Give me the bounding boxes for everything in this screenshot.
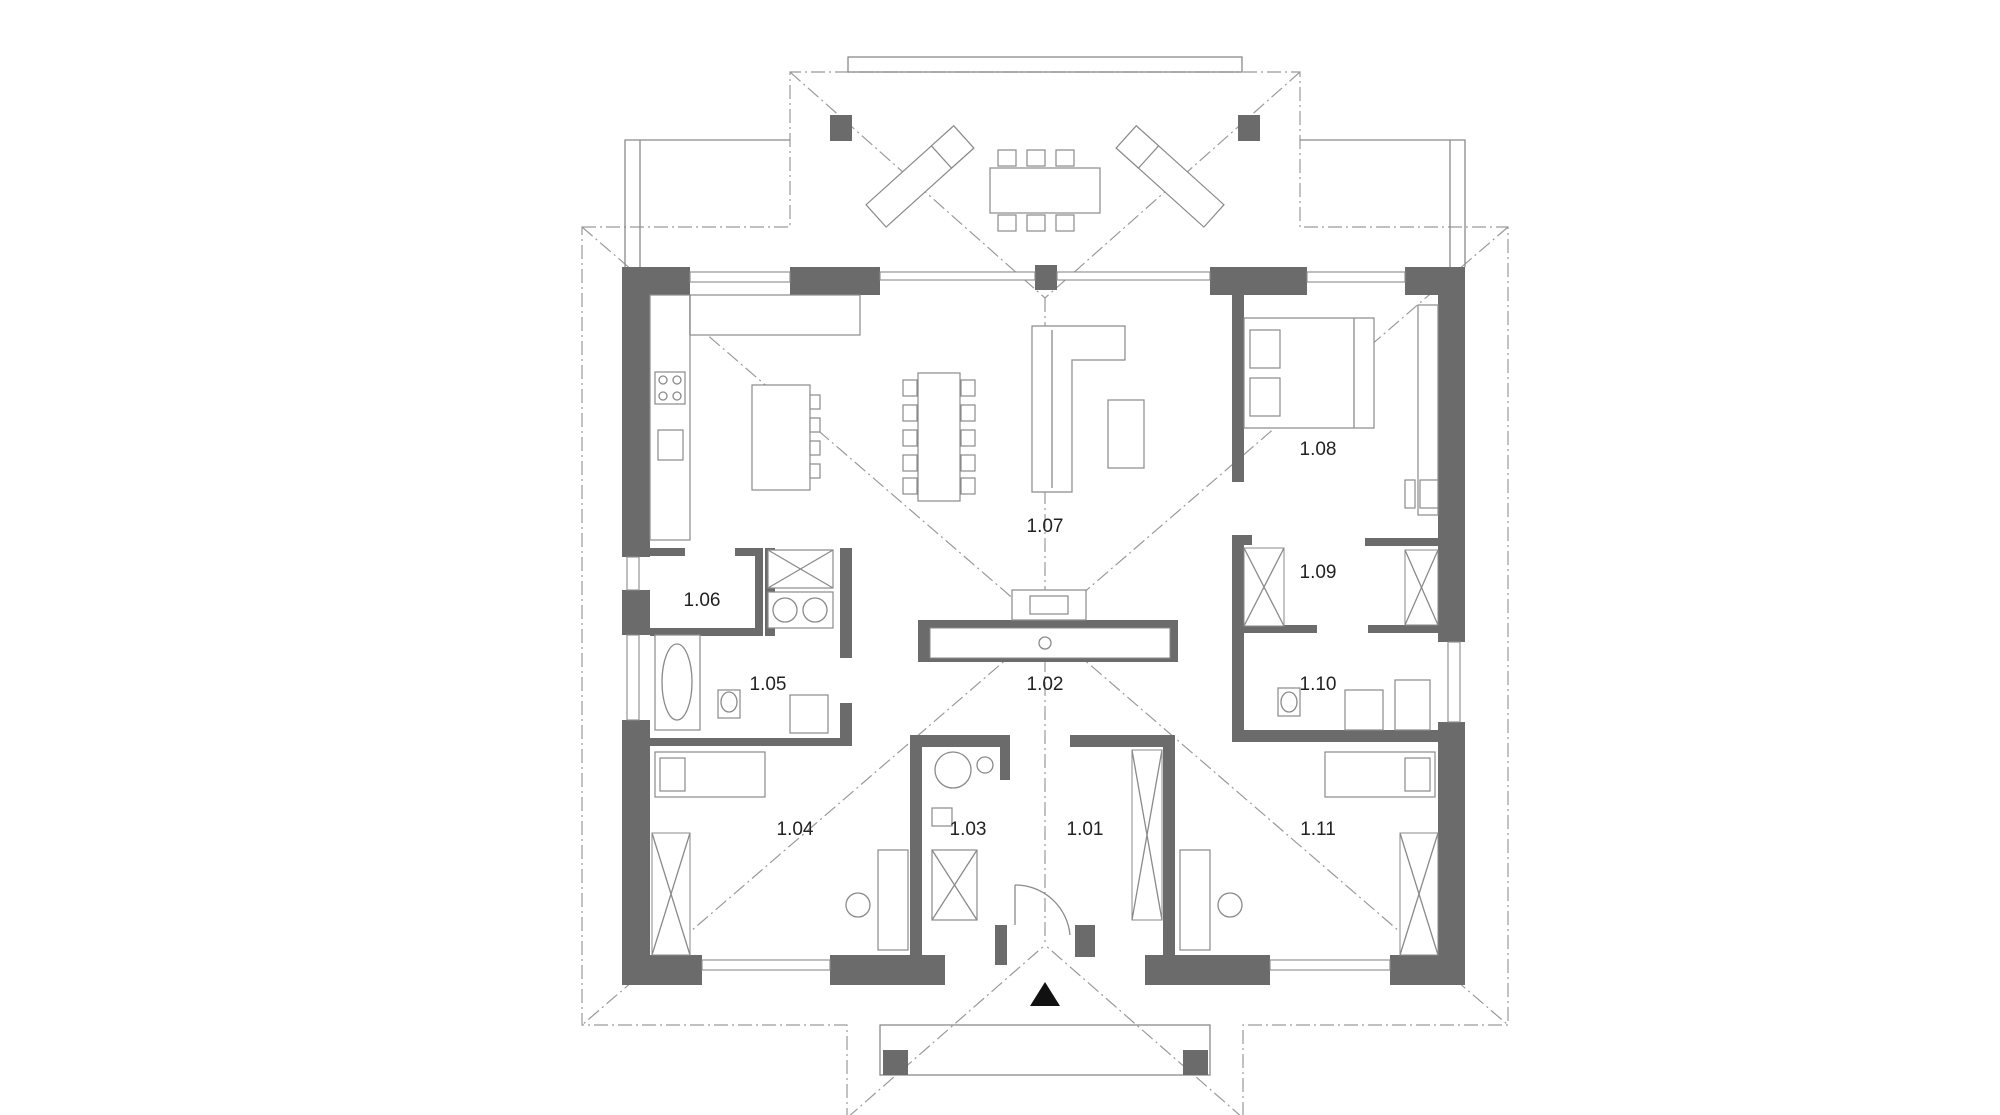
room-labels: 1.07 1.08 1.09 1.10 1.06 1.05 1.02 1.04 … — [684, 439, 1337, 840]
room-label-1-01: 1.01 — [1067, 819, 1104, 840]
bedroom-111-furniture — [1179, 751, 1439, 956]
bedroom-104-furniture — [651, 751, 909, 956]
pantry-102 — [929, 589, 1171, 659]
room-label-1-07: 1.07 — [1027, 516, 1064, 537]
dining-table — [902, 372, 976, 502]
room-label-1-10: 1.10 — [1300, 674, 1337, 695]
entrance-arrow-icon — [1030, 982, 1060, 1006]
terrace-furniture — [865, 124, 1225, 232]
bathroom-105-fixtures — [654, 634, 829, 734]
room-label-1-11: 1.11 — [1300, 819, 1336, 840]
room-label-1-05: 1.05 — [750, 674, 787, 695]
front-porch — [879, 1024, 1211, 1076]
room-label-1-03: 1.03 — [950, 819, 987, 840]
room-label-1-09: 1.09 — [1300, 562, 1337, 583]
entry-door — [1014, 884, 1071, 936]
pillars — [830, 115, 1260, 1075]
sofa — [1031, 325, 1145, 493]
hall-wardrobe-101 — [1131, 749, 1163, 921]
wc-103-fixtures — [931, 751, 994, 921]
exterior-walls — [622, 267, 1465, 985]
wardrobe-109 — [1243, 547, 1439, 627]
kitchen — [649, 294, 861, 541]
rear-terrace — [624, 56, 1466, 267]
room-label-1-02: 1.02 — [1027, 674, 1064, 695]
room-label-1-04: 1.04 — [777, 819, 814, 840]
windows — [626, 271, 1461, 971]
bathroom-110-fixtures — [1277, 679, 1431, 731]
utility-106-fixtures — [767, 549, 834, 629]
room-label-1-08: 1.08 — [1300, 439, 1337, 460]
bedroom-108-furniture — [1243, 304, 1439, 516]
room-label-1-06: 1.06 — [684, 590, 721, 611]
